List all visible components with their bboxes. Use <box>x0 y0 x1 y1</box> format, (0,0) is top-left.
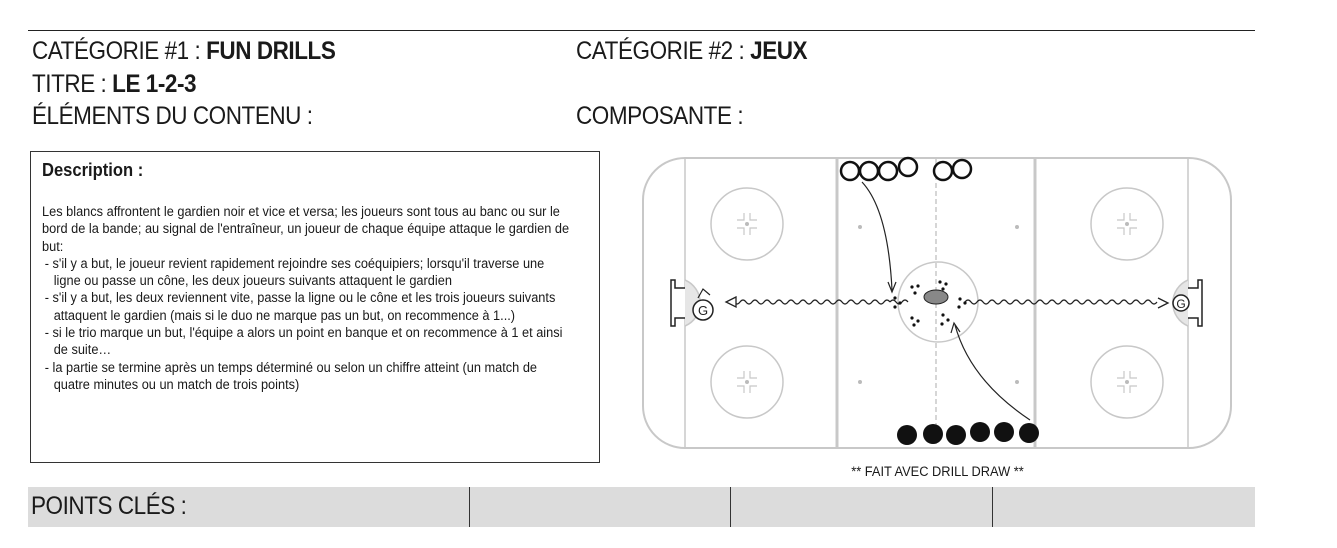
skate-path-right <box>964 299 1158 305</box>
points-cles-bar: POINTS CLÉS : <box>28 487 1255 527</box>
column-divider <box>992 487 993 527</box>
title-value: LE 1-2-3 <box>112 70 197 98</box>
description-item: - si le trio marque un but, l'équipe a a… <box>44 325 563 359</box>
top-rule <box>28 30 1255 31</box>
description-box: Description : Les blancs affrontent le g… <box>30 151 600 463</box>
category-2-value: JEUX <box>750 37 808 65</box>
column-divider <box>469 487 470 527</box>
diagram-caption: ** FAIT AVEC DRILL DRAW ** <box>851 464 1024 479</box>
path-black-player <box>954 324 1031 421</box>
category-2-label: CATÉGORIE #2 : <box>576 37 751 65</box>
goalie-right-letter: G <box>1176 297 1185 311</box>
title-label: TITRE : <box>32 70 113 98</box>
puck-cluster-icon <box>893 280 967 327</box>
rink-diagram: G G <box>642 156 1232 449</box>
path-white-player <box>861 181 893 291</box>
category-1-label: CATÉGORIE #1 : <box>32 37 207 65</box>
composante-label: COMPOSANTE : <box>576 102 744 130</box>
goalie-left-letter: G <box>698 303 708 318</box>
points-cles-label: POINTS CLÉS : <box>31 492 187 520</box>
goalie-right-icon: G <box>1172 294 1190 312</box>
column-divider <box>730 487 731 527</box>
description-text: Les blancs affrontent le gardien noir et… <box>42 204 573 394</box>
title-line: TITRE : LE 1-2-3 <box>32 69 197 99</box>
description-item: - la partie se termine après un temps dé… <box>44 359 538 393</box>
description-heading: Description : <box>42 160 144 180</box>
black-team-icons <box>897 422 1039 445</box>
description-intro: Les blancs affrontent le gardien noir et… <box>42 204 570 255</box>
goalie-left-icon: G <box>692 299 714 321</box>
elements-label: ÉLÉMENTS DU CONTENU : <box>32 102 313 130</box>
description-item: - s'il y a but, le joueur revient rapide… <box>44 255 545 290</box>
category-1: CATÉGORIE #1 : FUN DRILLS <box>32 36 336 66</box>
description-item: - s'il y a but, les deux reviennent vite… <box>44 290 556 324</box>
white-team-icons <box>839 156 973 182</box>
center-circle <box>897 261 979 343</box>
category-1-value: FUN DRILLS <box>206 37 336 65</box>
category-2: CATÉGORIE #2 : JEUX <box>576 36 808 66</box>
